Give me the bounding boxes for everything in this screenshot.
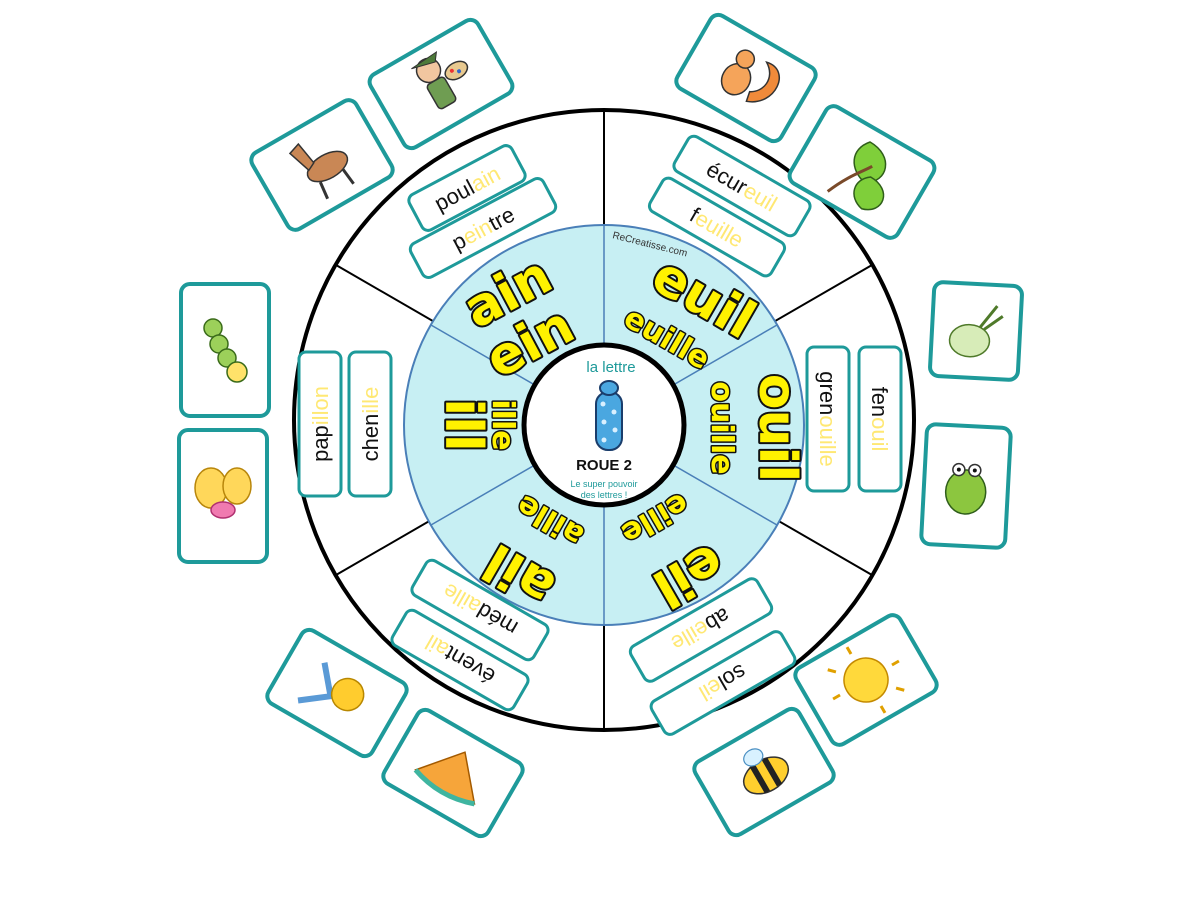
leaf-icon <box>826 141 887 211</box>
bee-icon <box>742 748 790 795</box>
word-card-chenille: chenille <box>347 350 393 498</box>
sound-main: ouil <box>747 374 807 482</box>
picture-card-sun <box>793 613 939 747</box>
sound-main: ill <box>433 398 493 451</box>
sound-second: ille <box>485 399 520 450</box>
center-title: ROUE 2 <box>576 457 632 474</box>
caterpillar-icon <box>203 318 248 383</box>
word-label: grenouille <box>815 371 840 466</box>
word-card-abeille: abeille <box>628 577 774 683</box>
picture-card-leaf <box>787 104 937 240</box>
word-card-peintre: peintre <box>408 176 558 280</box>
painter-icon <box>411 50 469 110</box>
sound-sector-ill: ill ille <box>431 396 522 453</box>
fan-icon <box>413 751 476 807</box>
medal-icon <box>297 662 365 712</box>
center-subtitle-1: Le super pouvoir <box>570 479 637 489</box>
picture-card-frog <box>919 422 1013 550</box>
word-card-fenouil: fenouil <box>857 345 903 493</box>
sound-sector-ouil: ouil ouille <box>703 372 810 484</box>
sun-icon <box>827 646 905 714</box>
word-card-medaille: médaille <box>410 558 550 662</box>
word-card-papillon: papillon <box>297 350 343 498</box>
picture-card-butterfly <box>177 428 269 564</box>
word-card-soleil: soleil <box>649 630 797 736</box>
frog-icon <box>944 462 987 515</box>
picture-card-squirrel <box>674 12 818 144</box>
center-top-label: la lettre <box>586 359 635 376</box>
word-card-ecureuil: écureuil <box>672 134 812 238</box>
picture-card-fennel <box>928 280 1024 382</box>
picture-card-medal <box>265 627 409 759</box>
word-card-grenouille: grenouille <box>805 345 851 493</box>
word-label: papillon <box>308 386 333 462</box>
letter-i-icon <box>595 380 623 451</box>
word-card-poulain: poulain <box>407 144 527 232</box>
word-label: chenille <box>358 387 383 462</box>
word-label: fenouil <box>867 387 892 452</box>
picture-card-foal <box>249 98 395 232</box>
center-subtitle-2: des lettres ! <box>581 490 628 500</box>
sound-second: ouille <box>704 381 739 474</box>
picture-card-bee <box>692 706 836 838</box>
picture-card-painter <box>367 17 515 151</box>
foal-icon <box>288 142 355 200</box>
picture-card-fan <box>381 707 525 839</box>
squirrel-icon <box>720 49 780 103</box>
picture-card-caterpillar <box>179 282 271 418</box>
butterfly-icon <box>194 467 252 519</box>
fennel-icon <box>948 305 1004 358</box>
